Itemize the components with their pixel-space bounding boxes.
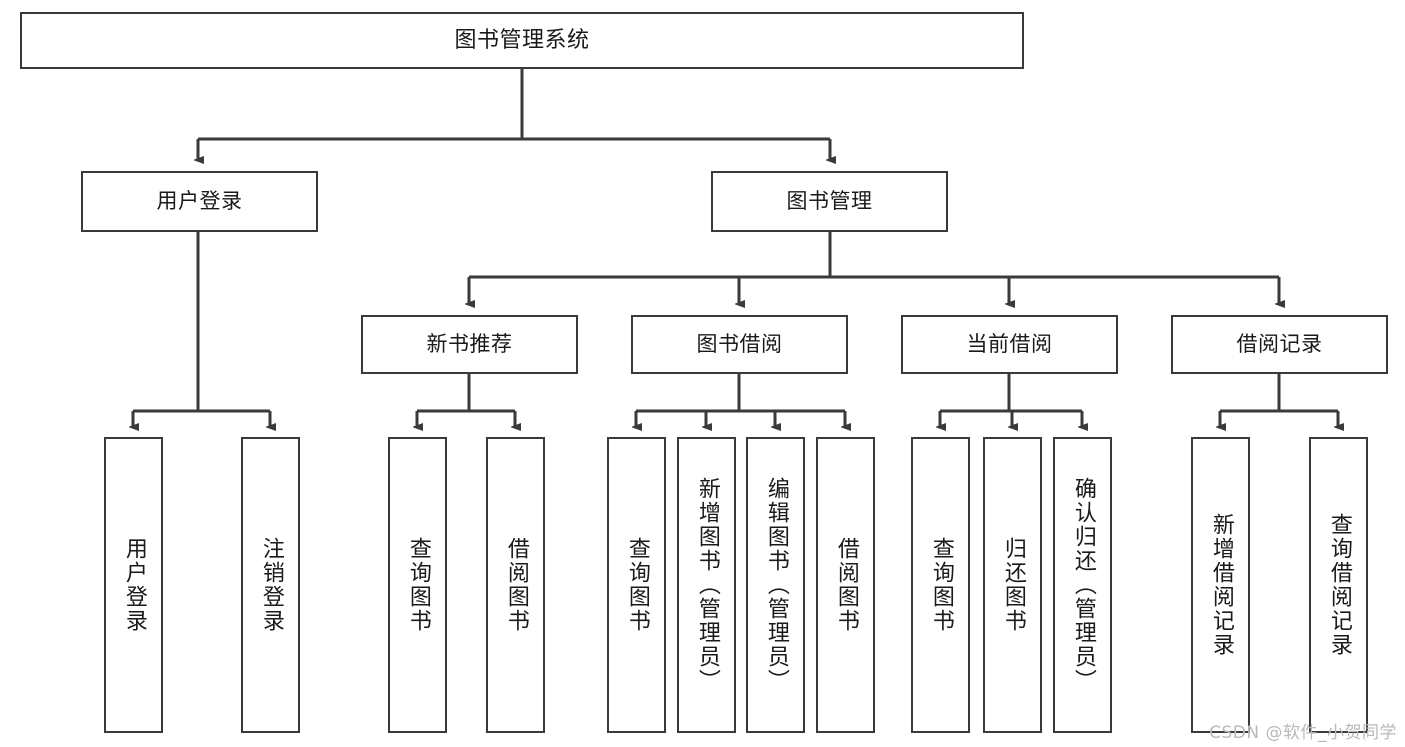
node-borrow-record[interactable]: 借阅记录 — [1171, 315, 1388, 374]
node-leaf-logout[interactable]: 注销登录 — [241, 437, 300, 733]
node-leaf-query-book-1-label: 查询图书 — [405, 537, 431, 633]
node-book-borrow-label: 图书借阅 — [696, 332, 783, 357]
node-leaf-query-book-2[interactable]: 查询图书 — [607, 437, 666, 733]
node-leaf-edit-book-label: 编辑图书（管理员） — [763, 477, 789, 693]
node-leaf-query-record-label: 查询借阅记录 — [1326, 513, 1352, 657]
node-current-borrow-label: 当前借阅 — [966, 332, 1053, 357]
node-leaf-return-book-label: 归还图书 — [1000, 537, 1026, 633]
node-leaf-add-book[interactable]: 新增图书（管理员） — [677, 437, 736, 733]
node-book-manage[interactable]: 图书管理 — [711, 171, 948, 232]
node-leaf-edit-book[interactable]: 编辑图书（管理员） — [746, 437, 805, 733]
node-new-book-rec-label: 新书推荐 — [426, 332, 513, 357]
node-leaf-borrow-book-1-label: 借阅图书 — [503, 537, 529, 633]
node-leaf-borrow-book-1[interactable]: 借阅图书 — [486, 437, 545, 733]
node-new-book-rec[interactable]: 新书推荐 — [361, 315, 578, 374]
node-root[interactable]: 图书管理系统 — [20, 12, 1024, 69]
csdn-watermark: CSDN @软件_小贺同学 — [1209, 723, 1397, 743]
node-user-login-label: 用户登录 — [156, 189, 243, 214]
node-leaf-query-book-3[interactable]: 查询图书 — [911, 437, 970, 733]
node-current-borrow[interactable]: 当前借阅 — [901, 315, 1118, 374]
node-leaf-return-book[interactable]: 归还图书 — [983, 437, 1042, 733]
node-leaf-add-book-label: 新增图书（管理员） — [694, 477, 720, 693]
node-book-manage-label: 图书管理 — [786, 189, 873, 214]
node-leaf-confirm-return[interactable]: 确认归还（管理员） — [1053, 437, 1112, 733]
node-book-borrow[interactable]: 图书借阅 — [631, 315, 848, 374]
node-leaf-add-record-label: 新增借阅记录 — [1208, 513, 1234, 657]
node-root-label: 图书管理系统 — [454, 27, 590, 53]
node-user-login[interactable]: 用户登录 — [81, 171, 318, 232]
node-leaf-borrow-book-2-label: 借阅图书 — [833, 537, 859, 633]
node-leaf-query-book-3-label: 查询图书 — [928, 537, 954, 633]
node-leaf-user-login[interactable]: 用户登录 — [104, 437, 163, 733]
node-leaf-query-book-1[interactable]: 查询图书 — [388, 437, 447, 733]
node-leaf-confirm-return-label: 确认归还（管理员） — [1070, 477, 1096, 693]
node-borrow-record-label: 借阅记录 — [1236, 332, 1323, 357]
node-leaf-logout-label: 注销登录 — [258, 537, 284, 633]
node-leaf-add-record[interactable]: 新增借阅记录 — [1191, 437, 1250, 733]
node-leaf-user-login-label: 用户登录 — [121, 537, 147, 633]
node-leaf-borrow-book-2[interactable]: 借阅图书 — [816, 437, 875, 733]
node-leaf-query-book-2-label: 查询图书 — [624, 537, 650, 633]
node-leaf-query-record[interactable]: 查询借阅记录 — [1309, 437, 1368, 733]
